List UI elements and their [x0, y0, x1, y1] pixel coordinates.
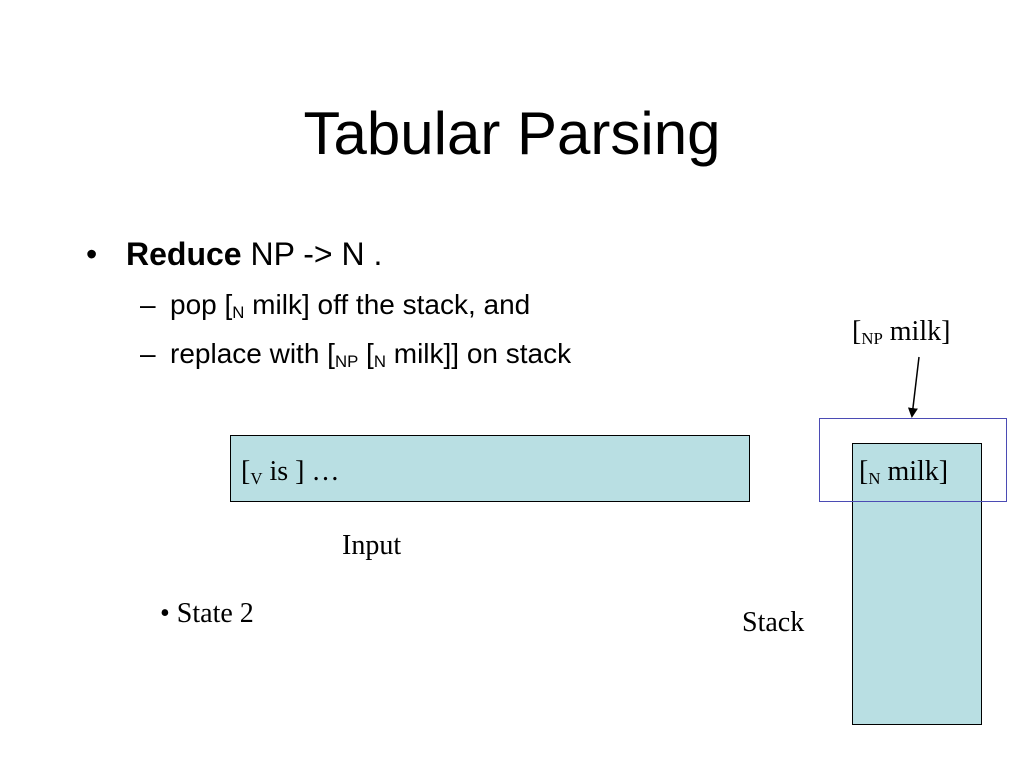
input-text: is ] … [262, 456, 340, 487]
input-buffer-content: [V is ] … [241, 456, 339, 488]
sub-bullet-dash: – [140, 289, 156, 320]
state-label: • State 2 [160, 598, 254, 629]
input-buffer-box: [V is ] … [230, 435, 750, 502]
np-item-label: [NP milk] [852, 316, 950, 348]
bullet-rule-text: NP -> N . [241, 236, 383, 272]
sub-bullet-pop: –pop [N milk] off the stack, and [140, 288, 530, 322]
np-item-text: milk] [882, 316, 951, 347]
sub-bullet-text: milk] off the stack, and [244, 289, 531, 320]
push-arrow-icon [907, 356, 920, 418]
bullet-reduce: • Reduce NP -> N . [86, 234, 382, 274]
sub-bullet-text: replace with [ [170, 338, 335, 369]
bullet-marker: • [86, 236, 98, 272]
sub-bullet-text: [ [358, 338, 374, 369]
stack-top-item: [N milk] [859, 456, 948, 488]
sub-bullet-dash: – [140, 338, 156, 369]
new-stack-item-frame [819, 418, 1007, 502]
slide-title: Tabular Parsing [303, 100, 721, 167]
sub-bullet-subscript: NP [334, 352, 359, 372]
sub-bullet-text: pop [ [170, 289, 233, 320]
np-item-text: [ [852, 316, 862, 347]
sub-bullet-text: milk]] on stack [385, 338, 572, 369]
stack-item-subscript: N [868, 469, 881, 489]
stack-item-text: [ [859, 456, 869, 487]
stack-item-text: milk] [880, 456, 949, 487]
input-subscript: V [250, 469, 263, 489]
sub-bullet-subscript: N [232, 303, 245, 323]
input-label: Input [342, 530, 402, 561]
np-item-subscript: NP [861, 329, 883, 349]
sub-bullet-replace: –replace with [NP [N milk]] on stack [140, 337, 571, 371]
sub-bullet-subscript: N [373, 352, 386, 372]
input-text: [ [241, 456, 251, 487]
stack-label: Stack [742, 607, 805, 638]
bullet-bold-text: Reduce [126, 236, 242, 272]
stack-box: [N milk] [852, 443, 982, 725]
